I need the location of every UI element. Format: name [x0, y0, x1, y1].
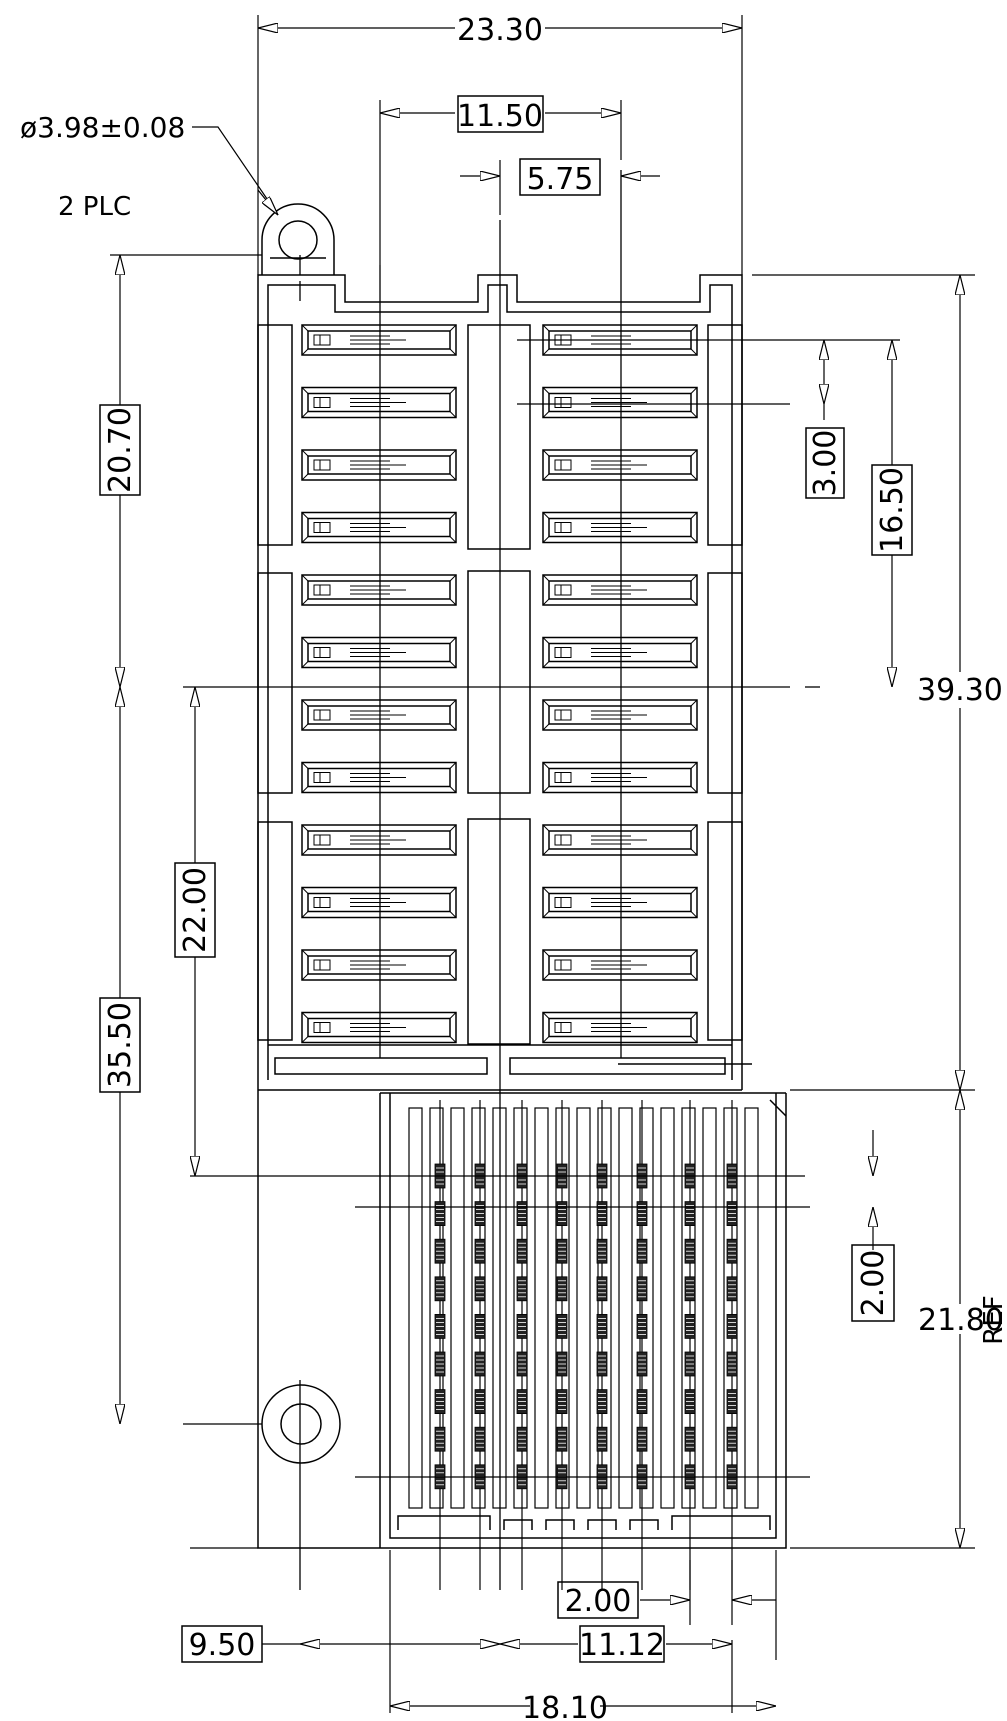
dim-top-offset: 20.70: [103, 407, 138, 493]
dim-pin-offset: 2.00: [565, 1584, 632, 1619]
guide-bar: [471, 1107, 486, 1509]
dim-bottom-width: 18.10: [522, 1691, 608, 1721]
contact-slot: [542, 761, 698, 794]
dimension-text: 23.30 11.50 5.75 ø3.98±0.08 2 PLC 20.70 …: [20, 13, 1007, 1721]
contact-slot: [301, 324, 457, 356]
dim-slot-span: 11.50: [457, 99, 543, 134]
mounting-hole-top: [261, 203, 335, 275]
guide-bar: [702, 1107, 717, 1509]
contact-slot: [301, 699, 457, 731]
dimension-boxes: [99, 95, 913, 1663]
dim-overall-height: 39.30: [917, 673, 1003, 708]
dim-hole-offset: 9.50: [189, 1628, 256, 1663]
contact-slot: [542, 386, 698, 419]
guide-bar: [618, 1107, 633, 1509]
dim-hole-diameter: ø3.98±0.08: [20, 111, 185, 144]
guide-bar: [450, 1107, 465, 1509]
dim-hole-to-hole: 35.50: [103, 1002, 138, 1088]
centerlines: [183, 170, 820, 1590]
contact-slot: [301, 949, 457, 981]
contact-slot: [542, 824, 698, 856]
dim-ref: REF: [979, 1295, 1007, 1344]
guide-bar: [681, 1107, 696, 1509]
dim-mid-to-row: 22.00: [178, 867, 213, 953]
contact-slot: [301, 511, 457, 544]
guide-bar: [723, 1107, 738, 1509]
dim-overall-width: 23.30: [457, 13, 543, 48]
contact-slot: [301, 386, 457, 419]
contact-slot: [542, 574, 698, 606]
connector-body: [257, 274, 787, 1549]
contact-slot: [301, 1011, 457, 1044]
guide-bar: [429, 1107, 444, 1509]
dim-rows-span: 16.50: [875, 467, 910, 553]
contact-slot: [542, 1011, 698, 1044]
dim-pitch-bottom: 2.00: [856, 1250, 891, 1317]
guide-bar: [513, 1107, 528, 1509]
contact-slot: [301, 449, 457, 481]
dim-bottom-height: 21.80: [918, 1303, 1004, 1338]
dim-pitch-top: 3.00: [808, 430, 843, 497]
guide-bar: [408, 1107, 423, 1509]
guide-bar: [660, 1107, 675, 1509]
contact-slot: [542, 636, 698, 669]
contact-slot: [301, 761, 457, 794]
contact-slot: [301, 574, 457, 606]
dimension-lines: [110, 15, 975, 1713]
contact-slot: [542, 886, 698, 919]
contact-slot: [301, 886, 457, 919]
guide-bar: [576, 1107, 591, 1509]
contact-slot: [542, 449, 698, 481]
contact-slots: [301, 324, 698, 1044]
contact-slot: [542, 949, 698, 981]
guide-bar: [597, 1107, 612, 1509]
guide-bar: [744, 1107, 759, 1509]
contact-slot: [542, 511, 698, 544]
dim-half-span: 5.75: [527, 162, 594, 197]
mounting-hole-bottom: [261, 1384, 341, 1464]
dim-pin-span: 11.12: [579, 1628, 665, 1663]
dim-hole-count: 2 PLC: [58, 192, 131, 222]
guide-bar: [639, 1107, 654, 1509]
contact-slot: [301, 824, 457, 856]
contact-slot: [542, 699, 698, 731]
guide-bar: [534, 1107, 549, 1509]
contact-slot: [301, 636, 457, 669]
